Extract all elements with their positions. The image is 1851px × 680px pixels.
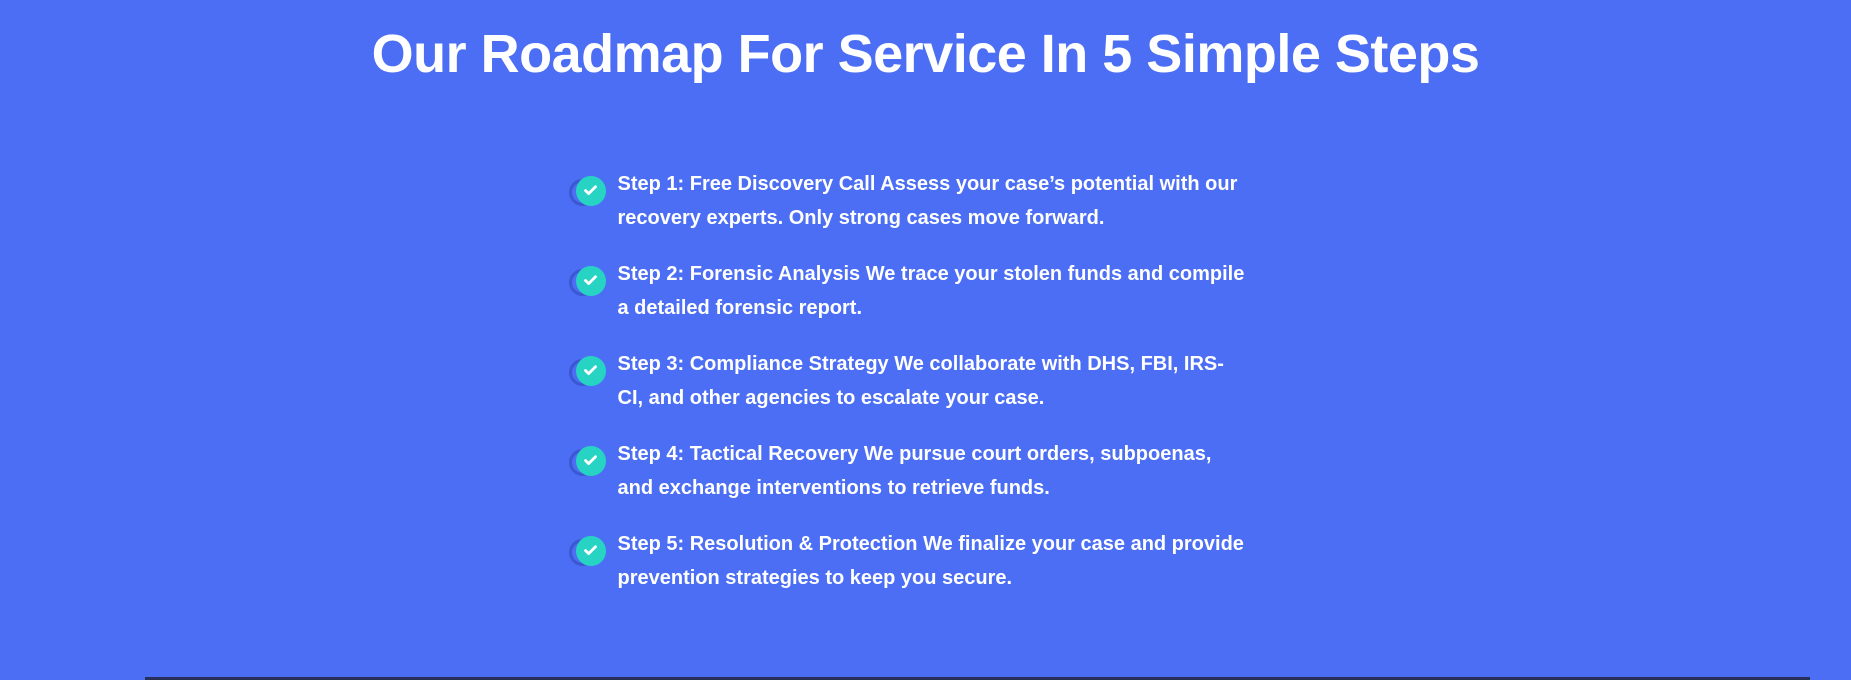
- checkmark-icon: [575, 355, 606, 386]
- step-item: Step 3: Compliance Strategy We collabora…: [568, 347, 1276, 415]
- next-section-top-edge: [145, 677, 1810, 680]
- step-item: Step 1: Free Discovery Call Assess your …: [568, 167, 1276, 235]
- check-circle-icon: [568, 535, 606, 566]
- check-circle-icon: [568, 265, 606, 296]
- check-circle-icon: [568, 355, 606, 386]
- step-item: Step 5: Resolution & Protection We final…: [568, 527, 1276, 595]
- section-title: Our Roadmap For Service In 5 Simple Step…: [371, 24, 1480, 84]
- steps-list: Step 1: Free Discovery Call Assess your …: [568, 167, 1276, 595]
- step-text: Step 4: Tactical Recovery We pursue cour…: [617, 442, 1212, 499]
- step-text: Step 5: Resolution & Protection We final…: [617, 532, 1244, 589]
- step-item: Step 4: Tactical Recovery We pursue cour…: [568, 437, 1276, 505]
- check-circle-icon: [568, 445, 606, 476]
- checkmark-icon: [575, 535, 606, 566]
- checkmark-icon: [575, 265, 606, 296]
- step-item: Step 2: Forensic Analysis We trace your …: [568, 257, 1276, 325]
- step-text: Step 1: Free Discovery Call Assess your …: [617, 172, 1238, 229]
- step-text: Step 3: Compliance Strategy We collabora…: [617, 352, 1224, 409]
- step-text: Step 2: Forensic Analysis We trace your …: [617, 262, 1245, 319]
- check-circle-icon: [568, 175, 606, 206]
- checkmark-icon: [575, 175, 606, 206]
- checkmark-icon: [575, 445, 606, 476]
